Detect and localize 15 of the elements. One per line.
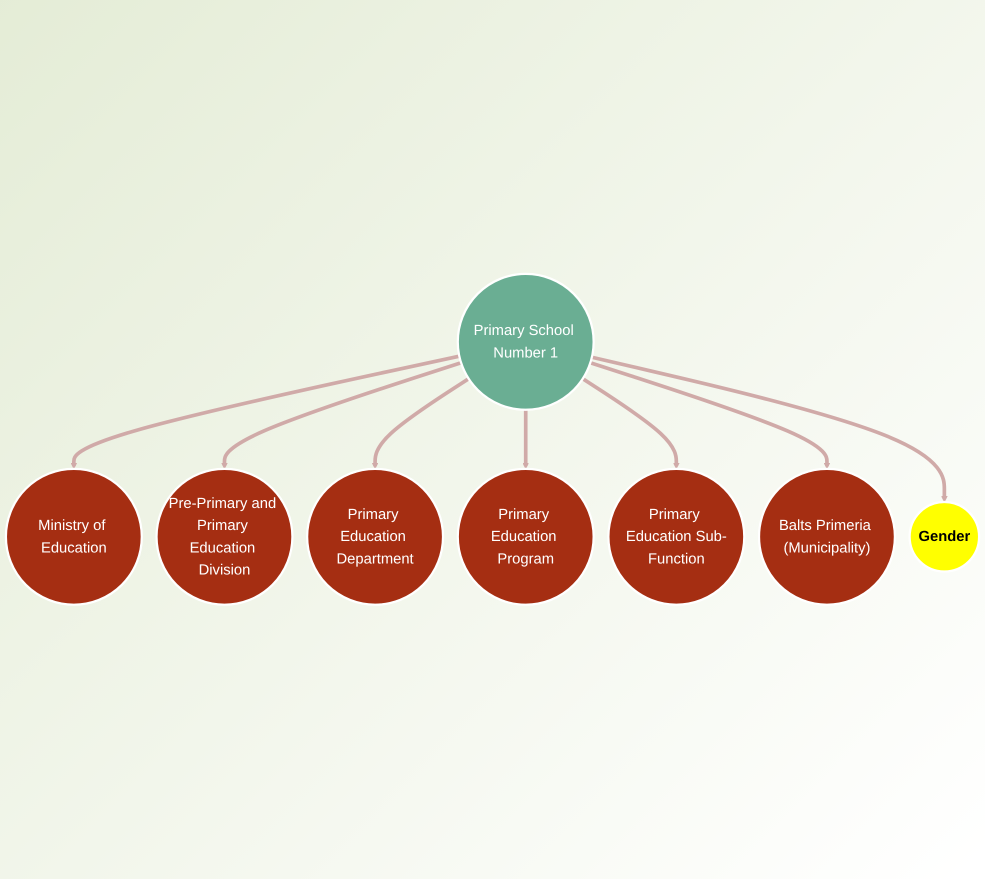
node-circle: Primary Education Department <box>306 468 444 606</box>
arrow <box>591 356 948 503</box>
node-circle: Pre-Primary and Primary Education Division <box>155 468 294 606</box>
arrow <box>221 361 462 470</box>
node-circle: Primary Education Program <box>456 468 595 606</box>
arrow <box>582 377 680 470</box>
node-circle: Gender <box>908 501 980 573</box>
node-circle: Balts Primeria (Municipality) <box>758 468 896 606</box>
arrow <box>372 377 470 470</box>
arrow <box>590 361 830 470</box>
arrow <box>70 354 460 470</box>
node-circle: Ministry of Education <box>4 468 143 606</box>
arrow <box>522 410 529 470</box>
node-circle: Primary School Number 1 <box>456 273 595 412</box>
node-circle: Primary Education Sub-Function <box>607 468 746 606</box>
